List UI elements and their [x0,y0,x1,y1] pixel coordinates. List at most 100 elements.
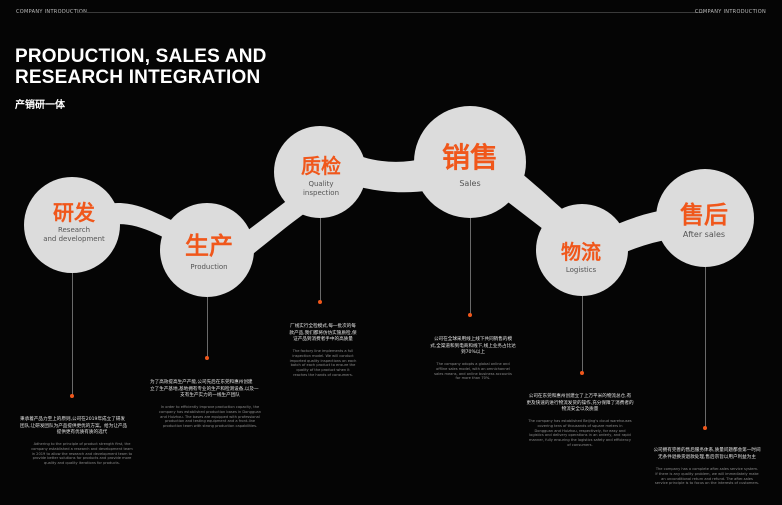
stage-research-desc-en-line: in 2019 to allow the research and develo… [31,451,133,456]
page-subtitle: 产销研一体 [15,100,65,111]
stage-research-dot [70,394,74,398]
stage-after-sales-desc-en-line: The company has a complete after-sales s… [655,467,759,471]
stage-sales-desc-en-line: sales means, and online business account… [434,371,512,376]
stage-research-desc-cn-line: 秉承着产品力至上的原则,公司在2019年成立了研发 [20,417,126,422]
stage-production-desc-cn-line: 为了高效提高生产产能,公司先后在东莞和惠州创建 [150,380,253,385]
stage-after-sales-desc-en-line: service principle is to focus on the int… [654,481,760,486]
page-title: PRODUCTION, SALES AND RESEARCH INTEGRATI… [15,46,267,88]
stage-production-subtitle: Production [190,263,228,271]
stage-sales-title: 销售 [441,141,498,174]
stage-quality-desc-en-line: quality of the product when it [296,368,350,373]
stage-quality-dot [318,300,322,304]
stage-production-desc-en-line: production team with strong production c… [162,424,258,429]
stage-research-line [72,273,73,395]
stage-sales-desc-cn-line: 式,全渠道和到电商和线下,线上业务占比达 [430,343,516,349]
stage-after-sales-desc-cn: 公司拥有完善的售后服务体系,质量问题都会第一时间 无条件退换货退款处理,售后宗旨… [644,448,770,461]
stage-production-desc-en-line: In order to efficiently improve producti… [160,405,260,409]
stage-production-desc-cn-line: 立了生产基地,基地拥有专业的生产和检测设备,以及一 [150,386,259,392]
stage-sales-dot [468,313,472,317]
page-title-line-2: RESEARCH INTEGRATION [15,67,261,88]
stage-production-line [207,297,208,357]
stage-quality-subtitle: Quality inspection [282,180,360,198]
stage-research-desc-en: Adhering to the principle of product str… [20,442,144,466]
stage-logistics-desc-en-line: of consumers. [567,442,593,447]
stage-logistics-title: 物流 [561,240,601,264]
stage-sales-desc-en-line: The company adopts a global online and [436,362,510,366]
stage-logistics-line [582,296,583,372]
stage-production-desc-en-line: company has established production bases… [159,409,261,414]
stage-quality-desc-cn-line: 证产品到消费者手中的高质量 [293,337,353,343]
blob-quality [274,126,366,218]
stage-sales-desc-cn: 公司在全球采用线上线下共同销售的模 式,全渠道和到电商和线下,线上业务占比达 到… [425,337,521,357]
stage-logistics-desc-en: The company has established Beijing's cl… [518,419,642,448]
stage-research-en-1: Research [57,226,91,234]
stage-after-sales-dot [703,426,707,430]
stage-research-desc-en-line: company established a research and devel… [31,446,133,451]
stage-logistics-desc-en-line: Dongguan and Huizhou, respectively, for … [534,428,626,433]
stage-sales-subtitle: Sales [459,179,481,188]
stage-production-desc-en-line: and Huizhou. The bases are equipped with… [160,414,260,419]
stage-after-sales-desc-en: The company has a complete after-sales s… [644,467,770,486]
stage-logistics-dot [580,371,584,375]
stage-quality-desc-en-line: The factory line implements a full [292,349,354,353]
stage-production-desc-cn-line: 支有生产实力的一线生产团队 [180,393,240,399]
stage-quality-desc-cn-line: 厂线实行全检模式,每一批次的每 [290,324,356,329]
stage-after-sales-line [705,267,706,427]
stage-production-desc-en-line: production and testing equipment and a f… [164,419,256,424]
stage-research-desc-cn-line: 提供更有优质有质的选代 [56,430,108,436]
stage-after-sales-title: 售后 [680,201,728,229]
blob-logistics [536,204,628,296]
stage-sales-desc-cn-line: 到70%以上 [461,350,485,356]
stage-research-desc-cn-line: 团队,让研发团队为产品提供更优的方案。给为让产品 [20,423,128,429]
header-right-label: COMPANY INTRODUCTION [694,9,766,15]
stage-research-desc-en-line: Adhering to the principle of product str… [33,442,131,446]
stage-quality-line [320,218,321,301]
stage-quality-en-1: Quality [308,180,334,188]
stage-quality-title: 质检 [301,154,341,178]
stage-logistics-desc-cn-line: 更及快速的进行物流发货的操作,充分保障了消费者的 [526,400,634,406]
stage-quality-desc-en-line: batch of each product to ensure the [290,363,356,368]
stage-logistics-desc-cn-line: 物流安全以及质量 [561,407,599,413]
stage-sales-desc-en-line: offline sales model, with an omnichannel [436,366,510,371]
stage-research-desc-en-line: provide better solutions for products an… [32,456,132,461]
stage-quality-desc-en-line: reaches the hands of consumers. [293,372,353,377]
page-title-line-1: PRODUCTION, SALES AND [15,46,267,67]
stage-production-desc-en: In order to efficiently improve producti… [150,405,270,429]
stage-quality-desc-en: The factory line implements a full inspe… [283,349,363,378]
stage-logistics-desc-cn: 公司在东莞和惠州创建立了上万平米的物流总仓,有 更及快速的进行物流发货的操作,充… [518,394,642,414]
stage-logistics-desc-en-line: manner, fully ensuring the logistics saf… [528,438,632,443]
stage-production-title: 生产 [185,232,233,260]
stage-research-subtitle: Research and development [32,226,116,244]
stage-production-dot [205,356,209,360]
stage-research-en-2: and development [43,235,105,243]
stage-after-sales-desc-cn-line: 公司拥有完善的售后服务体系,质量问题都会第一时间 [653,448,761,453]
header-divider [78,12,704,13]
stage-sales-desc-cn-line: 公司在全球采用线上线下共同销售的模 [433,337,513,342]
stage-sales-line [470,218,471,314]
stage-logistics-desc-en-line: covering tens of thousands of square met… [537,423,623,428]
stage-research-desc-cn: 秉承着产品力至上的原则,公司在2019年成立了研发 团队,让研发团队为产品提供更… [20,417,144,437]
blob-after-sales [656,169,754,267]
blob-production [160,203,254,297]
stage-quality-desc-cn: 厂线实行全检模式,每一批次的每 款产品,我们都将仿仿实施质检,保 证产品到消费者… [283,324,363,344]
stage-quality-en-2: inspection [302,189,340,197]
stage-sales-desc-en: The company adopts a global online and o… [425,362,521,381]
stage-logistics-subtitle: Logistics [565,266,597,274]
stage-logistics-desc-en-line: logistics and delivery operations in an … [529,433,631,438]
stage-after-sales-desc-cn-line: 无条件退换货退款处理,售后宗旨以用户利益为主 [658,454,756,460]
blob-group [24,106,754,297]
header-left-label: COMPANY INTRODUCTION [16,9,88,15]
stage-research-desc-en-line: quality and quality iterations for produ… [44,461,120,466]
stage-quality-desc-en-line: inspection model. We will conduct [292,353,354,358]
stage-after-sales-desc-en-line: If there is any quality problem, we will… [655,471,759,476]
stage-after-sales-subtitle: After sales [682,230,726,239]
stage-production-desc-cn: 为了高效提高生产产能,公司先后在东莞和惠州创建 立了生产基地,基地拥有专业的生产… [150,380,270,400]
blob-research [24,177,120,273]
stage-logistics-desc-cn-line: 公司在东莞和惠州创建立了上万平米的物流总仓,有 [528,394,632,399]
stage-after-sales-desc-en-line: an unconditional return and refund. The … [661,476,753,481]
stage-research-title: 研发 [53,201,95,225]
stage-sales-desc-en-line: for more than 70%. [455,376,491,381]
blob-sales [414,106,526,218]
stage-logistics-desc-en-line: The company has established Beijing's cl… [528,419,632,423]
